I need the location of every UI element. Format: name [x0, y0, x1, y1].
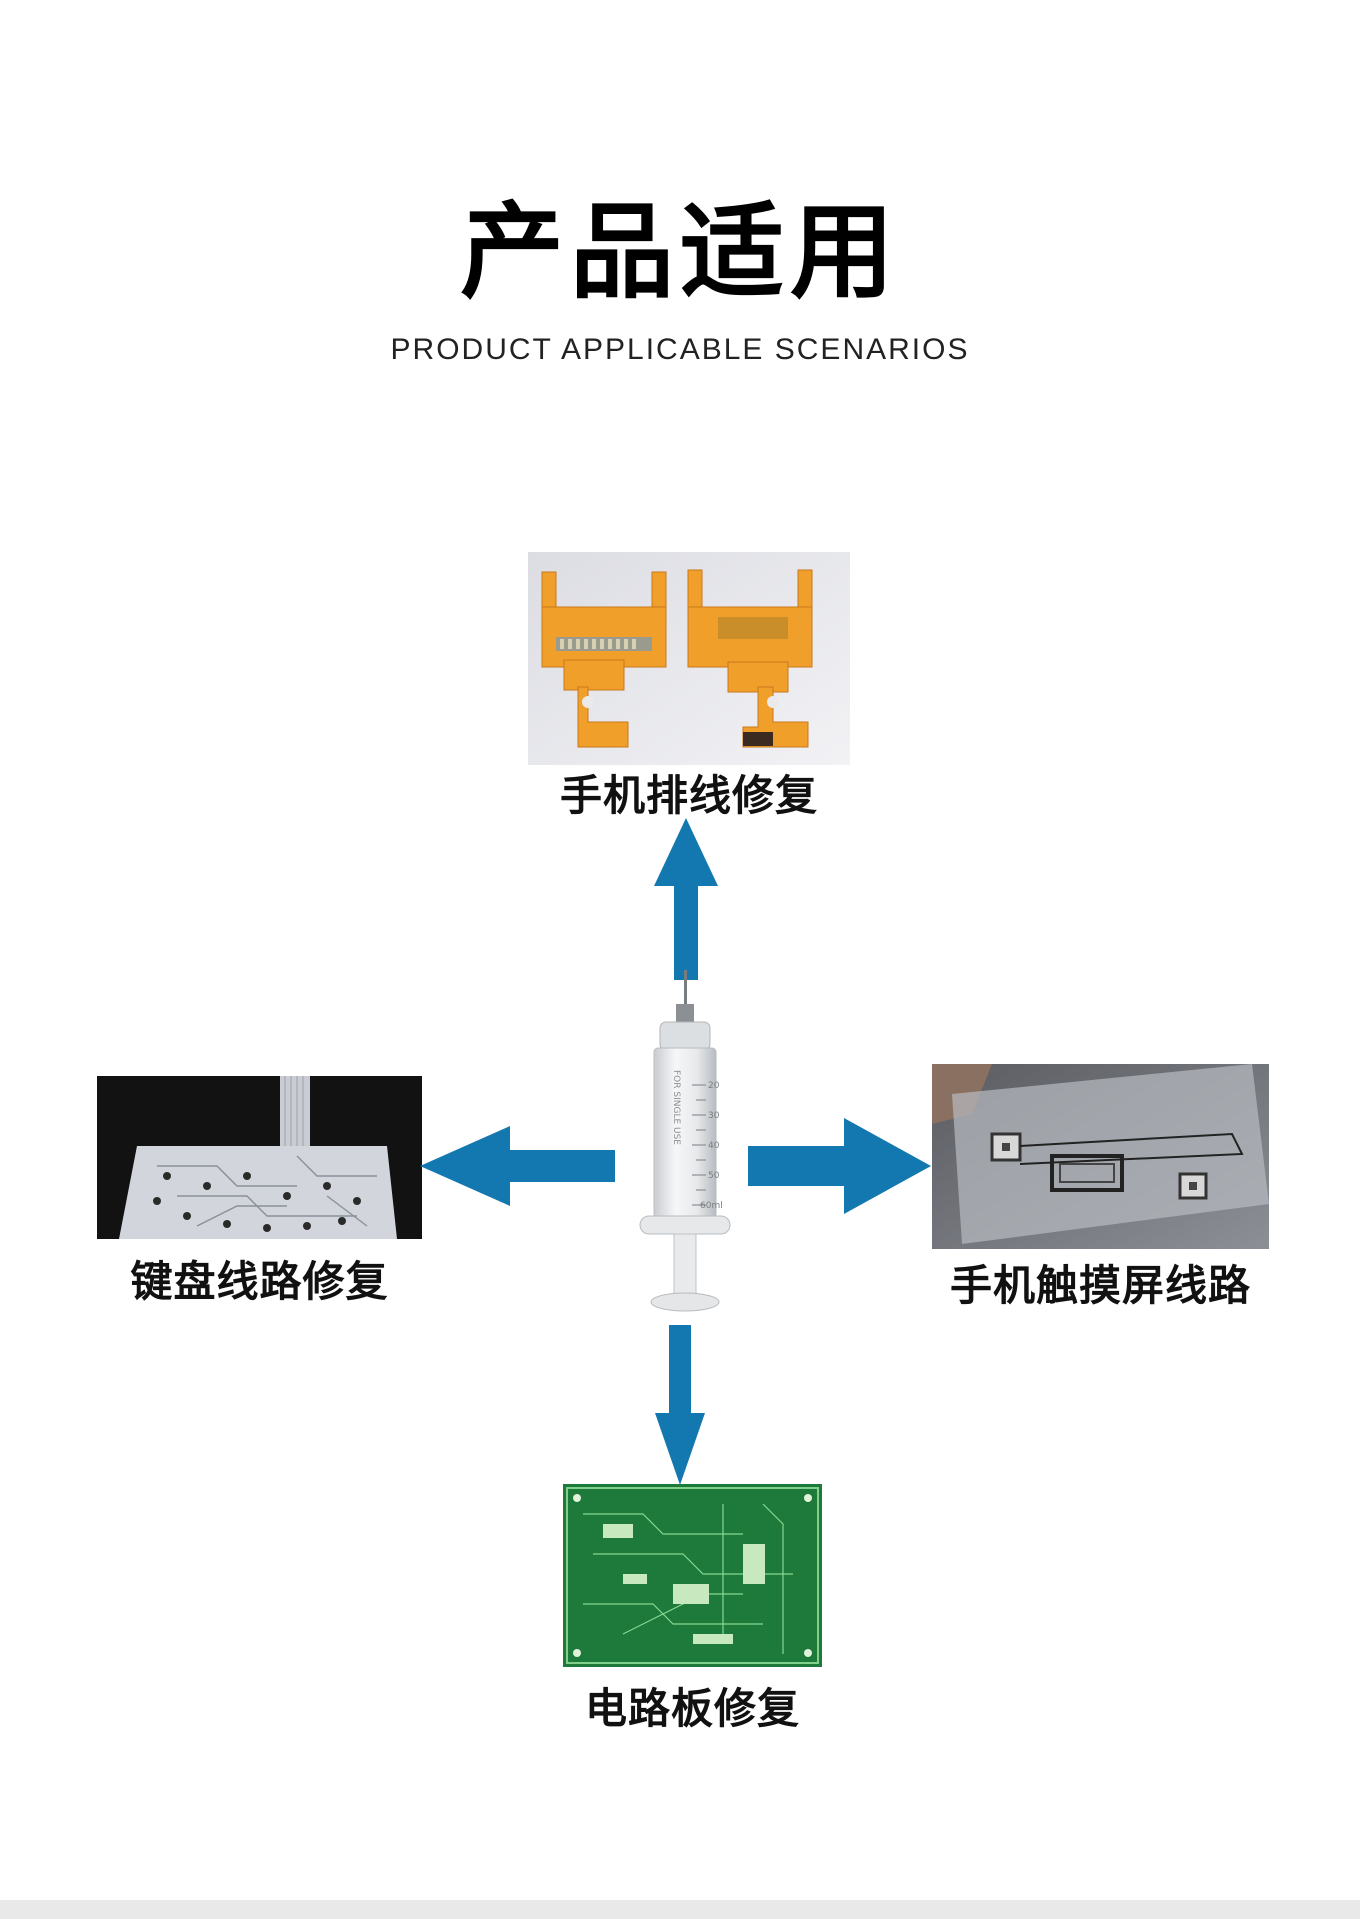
keyboard-membrane-photo [97, 1076, 422, 1239]
scenario-label-left: 键盘线路修复 [130, 1257, 389, 1306]
page-subtitle: PRODUCT APPLICABLE SCENARIOS [390, 333, 970, 366]
syringe-tick-50: 50 [708, 1171, 720, 1181]
syringe-icon: 20 30 40 50 60ml FOR SINGLE USE [639, 970, 731, 1312]
arrow-left-icon [420, 1126, 615, 1206]
arrow-up-icon [654, 818, 718, 980]
pcb-photo [563, 1484, 822, 1667]
touchscreen-photo [932, 1064, 1269, 1249]
bottom-bar [0, 1900, 1360, 1919]
scenario-label-top: 手机排线修复 [559, 771, 818, 820]
syringe-tick-30: 30 [708, 1111, 720, 1121]
syringe-tick-40: 40 [708, 1141, 720, 1151]
page-title: 产品适用 [459, 191, 900, 313]
scenario-label-bottom: 电路板修复 [584, 1684, 800, 1733]
syringe-tick-20: 20 [708, 1081, 720, 1091]
scenario-label-right: 手机触摸屏线路 [949, 1261, 1251, 1310]
arrow-down-icon [655, 1325, 705, 1485]
syringe-tick-60: 60ml [700, 1201, 723, 1211]
arrow-right-icon [748, 1118, 931, 1214]
syringe-text: FOR SINGLE USE [671, 1070, 681, 1145]
flex-cable-photo [528, 552, 850, 765]
